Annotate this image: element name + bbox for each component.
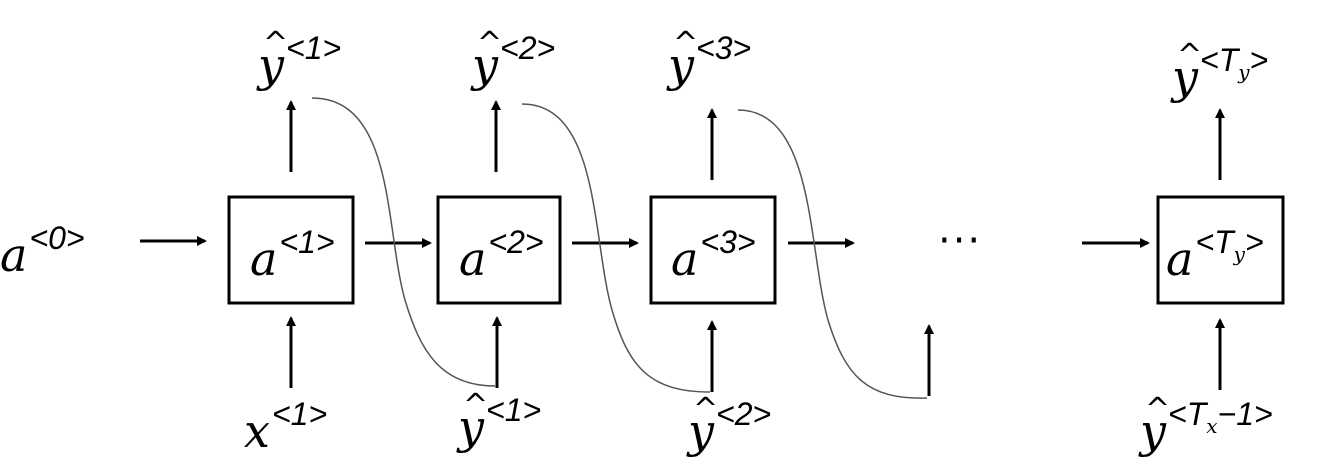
cell-box-last xyxy=(1156,195,1285,305)
ellipsis: ··· xyxy=(938,218,983,264)
cell-state-label-last: a<Ty> xyxy=(1166,224,1264,286)
output-label-last: ^y<Ty> xyxy=(1172,38,1269,104)
output-label-3: ^y<3> xyxy=(668,26,752,92)
feedback-curve-2 xyxy=(521,103,711,393)
input-label-2: ^y<1> xyxy=(458,388,542,454)
cell-state-label-2: a<2> xyxy=(459,224,544,286)
initial-state-label: a<0> xyxy=(0,220,85,282)
cell-state-label-3: a<3> xyxy=(671,224,756,286)
input-label-last: ^y<Tx−1> xyxy=(1140,392,1273,458)
cell-box-1 xyxy=(227,195,355,305)
feedback-curve-1 xyxy=(311,97,496,387)
output-label-2: ^y<2> xyxy=(472,26,556,92)
cell-box-2 xyxy=(436,195,562,305)
feedback-curve-3 xyxy=(737,109,928,399)
output-label-1: ^y<1> xyxy=(258,26,342,92)
cell-box-3 xyxy=(649,195,777,305)
cell-state-label-1: a<1> xyxy=(250,224,335,286)
input-label-3: ^y<2> xyxy=(688,392,772,458)
input-label-1: x<1> xyxy=(244,396,328,458)
